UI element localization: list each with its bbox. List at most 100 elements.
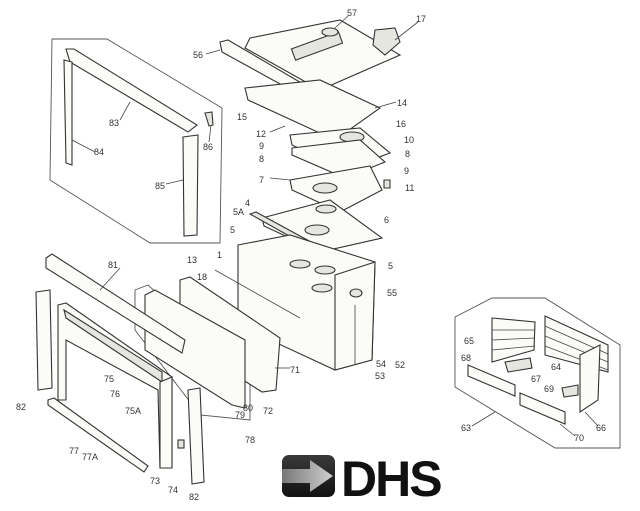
label-5b: 5: [388, 261, 393, 271]
part-74-clip: [177, 439, 185, 449]
door-inset-frame: [134, 284, 251, 421]
label-14: 14: [397, 98, 407, 108]
part-65-brick-panel: [491, 317, 536, 363]
label-81: 81: [108, 260, 118, 270]
label-83: 83: [109, 118, 119, 128]
label-10: 10: [404, 135, 414, 145]
part-83-top-trim: [65, 48, 198, 133]
label-54: 54: [376, 359, 386, 369]
leader-17: [394, 21, 419, 41]
dhs-logo: DHS: [282, 451, 443, 507]
label-76: 76: [110, 389, 120, 399]
front-frame: [57, 302, 173, 469]
leader-63: [471, 411, 496, 427]
firebox-hole-3: [311, 283, 333, 293]
label-53: 53: [375, 371, 385, 381]
arrow-right-icon: [282, 460, 333, 492]
label-6: 6: [384, 215, 389, 225]
part-86-clip: [204, 111, 214, 127]
label-64: 64: [551, 362, 561, 372]
label-75a: 75A: [125, 406, 141, 416]
label-67: 67: [531, 374, 541, 384]
part-14-baffle: [244, 79, 382, 141]
label-73: 73: [150, 476, 160, 486]
part-68-log: [467, 364, 516, 397]
part-82-right-post: [187, 387, 205, 485]
tray-hole: [312, 182, 338, 194]
leader-84: [71, 139, 96, 153]
part-57-damper: [290, 31, 344, 61]
label-65: 65: [464, 336, 474, 346]
label-78: 78: [245, 435, 255, 445]
label-5a: 5A: [233, 207, 244, 217]
firebox-hole-1: [289, 259, 311, 269]
part-11-clip: [383, 179, 391, 189]
leader-86: [208, 124, 212, 143]
part-57-top-plate: [244, 19, 402, 91]
label-77: 77: [69, 446, 79, 456]
flue-collar: [321, 27, 339, 37]
part-69-grate: [561, 384, 579, 398]
label-72: 72: [263, 406, 273, 416]
leader-14: [374, 101, 397, 109]
brick-inset-frame: [454, 297, 621, 449]
label-4: 4: [245, 198, 250, 208]
leader-66: [584, 411, 599, 427]
label-82-left: 82: [16, 402, 26, 412]
part-6-ring: [315, 204, 337, 214]
part-70-log: [519, 392, 566, 425]
part-78-door: [144, 289, 246, 409]
leader-7: [269, 177, 291, 181]
leader-56: [205, 49, 221, 55]
part-labels: 57 17 56 14 15 16 12 10 9 8 8 9 11 7 4 5…: [16, 8, 606, 502]
label-69: 69: [544, 384, 554, 394]
label-8b: 8: [405, 149, 410, 159]
part-17-bracket: [372, 27, 401, 56]
label-79: 79: [235, 410, 245, 420]
label-84: 84: [94, 147, 104, 157]
label-74: 74: [168, 485, 178, 495]
part-73-right-post: [159, 376, 173, 469]
logo-text: DHS: [341, 451, 441, 507]
leader-12: [269, 125, 286, 133]
label-71: 71: [290, 365, 300, 375]
label-70: 70: [574, 433, 584, 443]
part-84-left-trim: [63, 59, 73, 166]
label-63: 63: [461, 423, 471, 433]
leader-81: [99, 267, 121, 291]
label-86: 86: [203, 142, 213, 152]
label-9: 9: [259, 141, 264, 151]
label-7: 7: [259, 175, 264, 185]
part-55-knob: [349, 288, 363, 298]
part-82-left-post: [35, 289, 53, 391]
label-52: 52: [395, 360, 405, 370]
part-85-right-trim: [182, 134, 199, 237]
leader-57: [334, 15, 349, 29]
label-82: 82: [189, 492, 199, 502]
label-17: 17: [416, 14, 426, 24]
part-66-side-panel: [579, 344, 601, 414]
part-13-rod: [214, 269, 301, 319]
part-81-top-trim: [45, 253, 186, 354]
label-18: 18: [197, 272, 207, 282]
label-8: 8: [259, 154, 264, 164]
label-5: 5: [230, 225, 235, 235]
label-80: 80: [243, 403, 253, 413]
label-16: 16: [396, 119, 406, 129]
label-68: 68: [461, 353, 471, 363]
label-75: 75: [104, 374, 114, 384]
label-1: 1: [217, 250, 222, 260]
label-11: 11: [405, 183, 414, 193]
label-12: 12: [256, 129, 266, 139]
trim-inset-frame: [49, 38, 223, 244]
label-55: 55: [387, 288, 397, 298]
leader-83: [119, 101, 131, 121]
part-67-grate: [504, 357, 533, 373]
label-85: 85: [155, 181, 165, 191]
firebox-hole-2: [314, 265, 336, 275]
label-77a: 77A: [82, 452, 98, 462]
part-77-bottom-rail: [47, 397, 149, 473]
label-57: 57: [347, 8, 357, 18]
